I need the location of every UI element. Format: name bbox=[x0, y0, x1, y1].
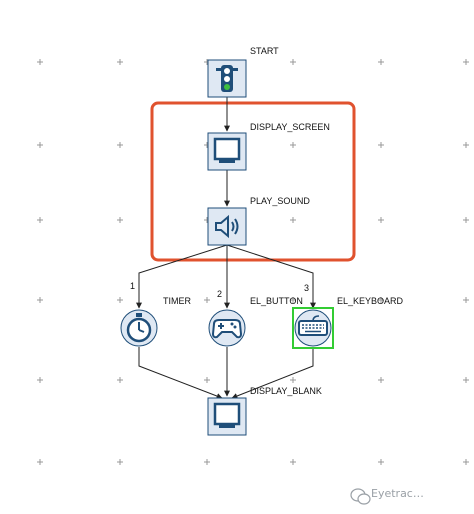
grid-cross bbox=[117, 59, 123, 65]
grid-cross bbox=[290, 377, 296, 383]
edge-timer-to-blank bbox=[138, 347, 223, 399]
gamepad-icon bbox=[211, 319, 243, 339]
grid-cross bbox=[37, 377, 43, 383]
display-screen-label: DISPLAY_SCREEN bbox=[250, 122, 330, 132]
grid-cross bbox=[204, 459, 210, 465]
grid-cross bbox=[378, 459, 384, 465]
grid-cross bbox=[378, 297, 384, 303]
edge-branch-1 bbox=[136, 244, 228, 309]
grid-cross bbox=[37, 297, 43, 303]
branch-number-1: 1 bbox=[130, 281, 136, 291]
timer-label: TIMER bbox=[163, 296, 191, 306]
grid-cross bbox=[117, 217, 123, 223]
el-button-node[interactable] bbox=[208, 309, 246, 347]
grid-cross bbox=[37, 459, 43, 465]
traffic-light-icon bbox=[216, 65, 238, 92]
edge-keyboard-to-blank bbox=[231, 347, 314, 399]
el-button-label: EL_BUTTON bbox=[250, 296, 303, 306]
display-screen-node[interactable] bbox=[207, 132, 247, 171]
grid-cross bbox=[463, 377, 469, 383]
grid-cross bbox=[378, 217, 384, 223]
timer-node[interactable] bbox=[120, 309, 158, 347]
grid-cross bbox=[290, 59, 296, 65]
play-sound-label: PLAY_SOUND bbox=[250, 196, 310, 206]
grid-cross bbox=[37, 217, 43, 223]
el-keyboard-node[interactable] bbox=[292, 307, 334, 349]
selection-border bbox=[292, 307, 334, 349]
monitor-icon bbox=[213, 137, 241, 163]
grid-cross bbox=[378, 377, 384, 383]
play-sound-node[interactable] bbox=[207, 207, 247, 246]
grid-cross bbox=[117, 377, 123, 383]
grid-cross bbox=[37, 59, 43, 65]
grid-cross bbox=[290, 459, 296, 465]
watermark-text: Eyetrac… bbox=[371, 487, 424, 500]
start-label: START bbox=[250, 46, 279, 56]
grid-cross bbox=[117, 142, 123, 148]
start-node[interactable] bbox=[207, 59, 247, 98]
grid-cross bbox=[290, 142, 296, 148]
grid-crosses bbox=[37, 59, 469, 465]
grid-cross bbox=[378, 59, 384, 65]
edge-branch-3 bbox=[226, 244, 316, 309]
grid-cross bbox=[117, 297, 123, 303]
stopwatch-icon bbox=[126, 313, 152, 343]
el-keyboard-label: EL_KEYBOARD bbox=[337, 296, 404, 306]
grid-cross bbox=[204, 297, 210, 303]
grid-cross bbox=[463, 59, 469, 65]
grid-cross bbox=[463, 142, 469, 148]
grid-cross bbox=[204, 377, 210, 383]
display-blank-node[interactable] bbox=[207, 397, 247, 436]
grid-cross bbox=[290, 217, 296, 223]
display-blank-label: DISPLAY_BLANK bbox=[250, 386, 322, 396]
monitor-icon bbox=[213, 402, 241, 428]
grid-cross bbox=[463, 459, 469, 465]
branch-number-2: 2 bbox=[217, 289, 223, 299]
highlight-box bbox=[150, 101, 356, 262]
grid-cross bbox=[117, 459, 123, 465]
keyboard-icon bbox=[298, 315, 328, 336]
grid-cross bbox=[378, 142, 384, 148]
wechat-logo-icon bbox=[350, 488, 371, 505]
grid-cross bbox=[37, 142, 43, 148]
branch-number-3: 3 bbox=[304, 283, 310, 293]
grid-cross bbox=[290, 297, 296, 303]
speaker-icon bbox=[215, 214, 239, 239]
grid-cross bbox=[463, 217, 469, 223]
grid-cross bbox=[463, 297, 469, 303]
